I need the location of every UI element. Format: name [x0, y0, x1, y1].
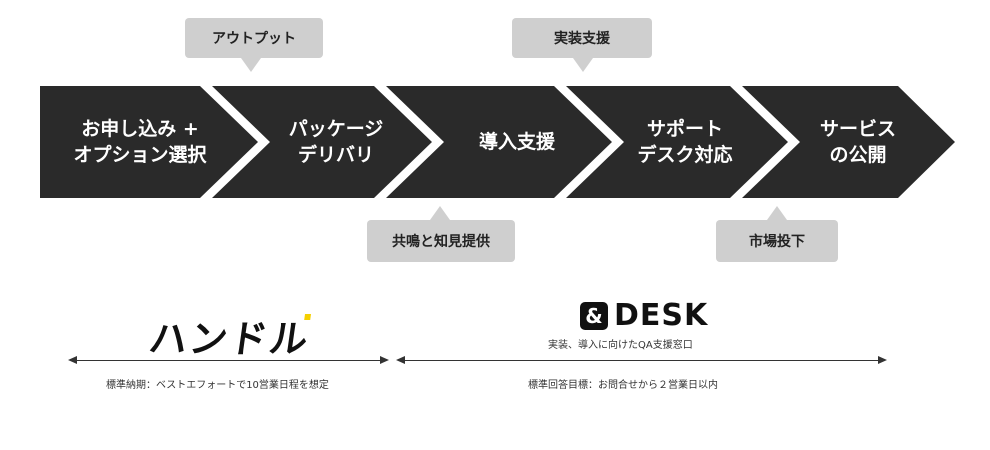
handle-span-arrow-right — [380, 356, 389, 364]
handle-span-line — [75, 360, 381, 361]
callout-launch-pointer — [767, 206, 787, 220]
callout-impl-support: 実装支援 — [512, 18, 652, 58]
desk-span-line — [403, 360, 879, 361]
desk-span-arrow-right — [878, 356, 887, 364]
desk-logo: & DESK — [580, 298, 708, 333]
step-chevron-3 — [386, 86, 612, 198]
step-3-label: 導入支援 — [478, 131, 556, 153]
desk-logo-text: DESK — [614, 298, 709, 333]
callout-co-creation: 共鳴と知見提供 — [367, 220, 515, 262]
callout-output-pointer — [241, 58, 261, 72]
desk-note: 標準回答目標：お問合せから２営業日以内 — [528, 380, 718, 391]
step-1-label: お申し込み +オプション選択 — [73, 118, 207, 166]
callout-co-creation-pointer — [430, 206, 450, 220]
step-chevron-2 — [212, 86, 432, 198]
callout-impl-support-pointer — [573, 58, 593, 72]
step-chevron-4 — [566, 86, 788, 198]
step-chevron-5 — [742, 86, 955, 198]
callout-output: アウトプット — [185, 18, 323, 58]
step-5-label: サービスの公開 — [819, 118, 897, 166]
callout-launch: 市場投下 — [716, 220, 838, 262]
handle-span-arrow-left — [68, 356, 77, 364]
step-2-label: パッケージデリバリ — [288, 118, 384, 166]
handle-logo-accent — [304, 314, 312, 320]
handle-logo: ハンドル — [146, 308, 314, 363]
desk-subtitle: 実装、導入に向けたQA支援窓口 — [548, 340, 693, 351]
desk-logo-amp: & — [580, 301, 608, 330]
step-chevron-1 — [40, 86, 258, 198]
desk-span-arrow-left — [396, 356, 405, 364]
handle-note: 標準納期：ベストエフォートで10営業日程を想定 — [106, 380, 329, 391]
step-4-label: サポートデスク対応 — [637, 118, 733, 166]
